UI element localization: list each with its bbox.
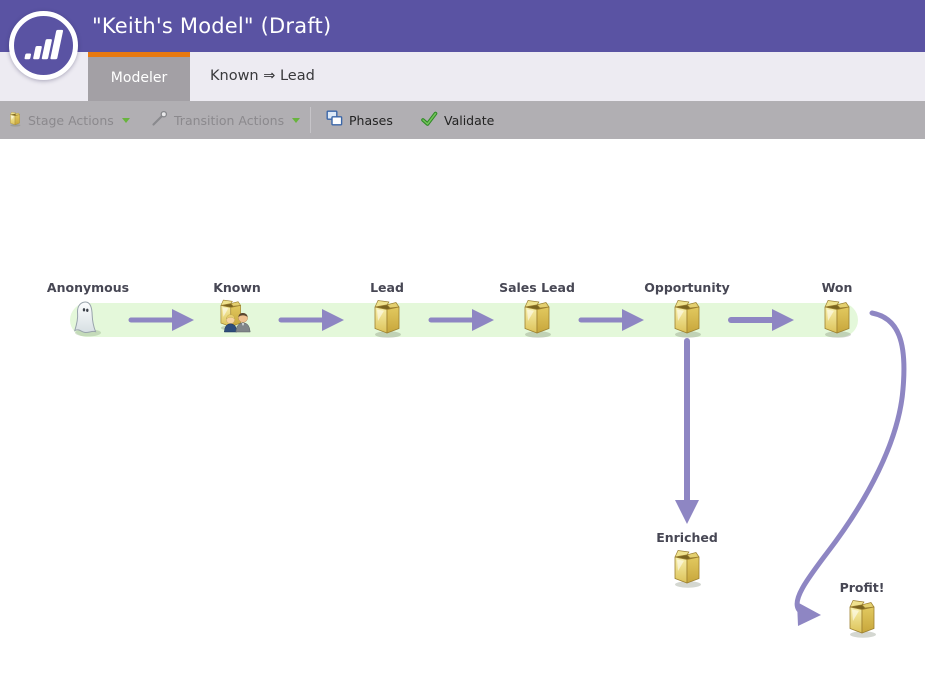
- transition-connector-icon: [150, 110, 168, 131]
- box-icon[interactable]: [669, 548, 705, 592]
- phases-windows-icon: [326, 110, 343, 130]
- transition-actions-label: Transition Actions: [174, 112, 285, 128]
- phases-button[interactable]: Phases: [326, 101, 393, 139]
- tab-strip: Modeler Known ⇒ Lead: [0, 52, 925, 101]
- stage-actions-button[interactable]: Stage Actions: [8, 101, 130, 139]
- box-people-icon[interactable]: [215, 298, 259, 342]
- box-icon[interactable]: [519, 298, 555, 342]
- ghost-icon[interactable]: [68, 298, 108, 342]
- transition-arrow-won-profit[interactable]: [794, 310, 907, 626]
- box-icon[interactable]: [669, 298, 705, 342]
- model-canvas[interactable]: [0, 139, 925, 675]
- transition-arrow-anonymous-known[interactable]: [128, 309, 194, 331]
- stage-label: Sales Lead: [499, 280, 575, 295]
- box-icon[interactable]: [819, 298, 855, 342]
- marketo-logo-icon[interactable]: [9, 11, 78, 80]
- phases-label: Phases: [349, 112, 393, 128]
- stage-actions-label: Stage Actions: [28, 112, 114, 128]
- transition-arrow-lead-sal}eslead[interactable]: [428, 309, 494, 331]
- box-icon[interactable]: [369, 298, 405, 342]
- transition-actions-button[interactable]: Transition Actions: [150, 101, 301, 139]
- stage-label: Lead: [370, 280, 404, 295]
- validate-button[interactable]: Validate: [420, 101, 494, 139]
- page-title: "Keith's Model" (Draft): [92, 14, 332, 38]
- dropdown-caret-icon: [292, 117, 301, 123]
- stage-anonymous: Anonymous: [28, 280, 148, 342]
- box-icon[interactable]: [844, 598, 880, 642]
- tab-modeler[interactable]: Modeler: [88, 52, 190, 101]
- transition-arrow-saleslead-opportunity[interactable]: [578, 309, 644, 331]
- validate-label: Validate: [444, 112, 495, 128]
- stage-label: Known: [213, 280, 261, 295]
- toolbar: Stage Actions Transition Actions Phase: [0, 101, 925, 139]
- tab-known-lead[interactable]: Known ⇒ Lead: [210, 68, 315, 84]
- validate-check-icon: [420, 110, 438, 130]
- stage-label: Anonymous: [46, 280, 130, 295]
- stage-sales-lead: Sales Lead: [477, 280, 597, 342]
- stage-label: Enriched: [656, 530, 718, 545]
- transition-arrow-opportunity-won[interactable]: [728, 309, 794, 331]
- stage-label: Won: [821, 280, 853, 295]
- stage-opportunity: Opportunity: [627, 280, 747, 342]
- app-header: "Keith's Model" (Draft): [0, 0, 925, 52]
- toolbar-separator: [310, 107, 311, 133]
- stage-profit: Profit!: [802, 580, 922, 642]
- stage-label: Profit!: [839, 580, 885, 595]
- dropdown-caret-icon: [121, 117, 130, 123]
- transition-arrow-known-lead[interactable]: [278, 309, 344, 331]
- transition-arrow-opportunity-enriched[interactable]: [675, 338, 699, 524]
- stage-known: Known: [177, 280, 297, 342]
- stage-enriched: Enriched: [627, 530, 747, 592]
- stage-lead: Lead: [327, 280, 447, 342]
- stage-won: Won: [777, 280, 897, 342]
- stage-label: Opportunity: [644, 280, 730, 295]
